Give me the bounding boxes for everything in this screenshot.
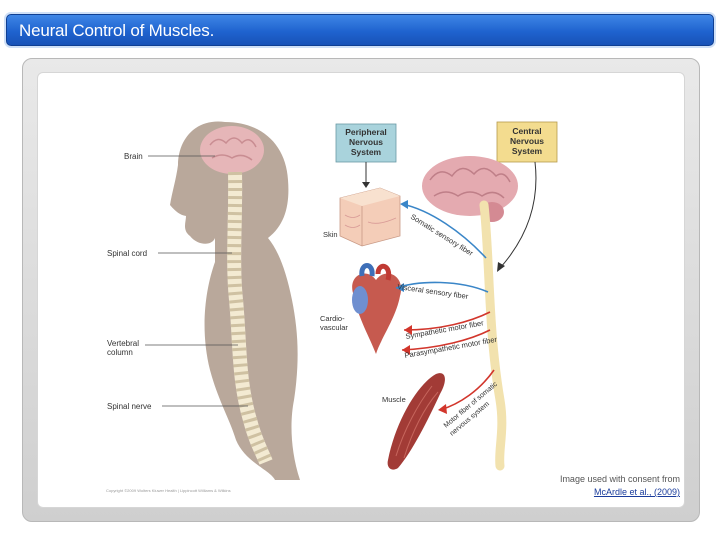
- cns-label-1: Central: [512, 126, 541, 136]
- label-cardiovascular-1: Cardio-: [320, 314, 345, 323]
- slide-title-bar: Neural Control of Muscles.: [6, 14, 714, 46]
- label-cardiovascular-2: vascular: [320, 323, 348, 332]
- cns-label-3: System: [512, 146, 543, 156]
- muscle-illustration: [387, 373, 445, 470]
- image-credit: Image used with consent from McArdle et …: [520, 473, 680, 499]
- parasympathetic-motor-arrow: [401, 329, 491, 351]
- pns-label-2: Nervous: [349, 137, 383, 147]
- cns-spinal-cord: [479, 200, 507, 471]
- slide-title: Neural Control of Muscles.: [19, 21, 215, 40]
- label-skin: Skin: [323, 230, 338, 239]
- skin-illustration: [339, 187, 401, 247]
- label-somatic-sensory: Somatic sensory fiber: [409, 212, 475, 258]
- cns-label-2: Nervous: [510, 136, 544, 146]
- cns-box: [496, 121, 558, 163]
- label-muscle: Muscle: [382, 395, 406, 404]
- cns-brain-illustration: [422, 156, 518, 216]
- pns-label-3: System: [351, 147, 382, 157]
- label-visceral-sensory: Visceral sensory fiber: [397, 282, 470, 301]
- copyright-note: Copyright ©2009 Wolters Kluwer Health | …: [106, 488, 231, 493]
- credit-line: Image used with consent from: [559, 474, 680, 484]
- label-vertebral-column-2: column: [107, 348, 133, 357]
- somatic-sensory-arrow: [401, 203, 487, 259]
- pns-label-1: Peripheral: [345, 127, 387, 137]
- heart-illustration: [352, 263, 402, 354]
- label-spinal-cord: Spinal cord: [107, 249, 147, 258]
- credit-link[interactable]: McArdle et al., (2009): [593, 487, 680, 497]
- label-brain: Brain: [124, 152, 143, 161]
- brain-illustration: [200, 126, 264, 174]
- pns-box: [335, 123, 397, 163]
- label-vertebral-column-1: Vertebral: [107, 339, 139, 348]
- sympathetic-motor-arrow: [403, 311, 491, 331]
- label-spinal-nerve: Spinal nerve: [107, 402, 152, 411]
